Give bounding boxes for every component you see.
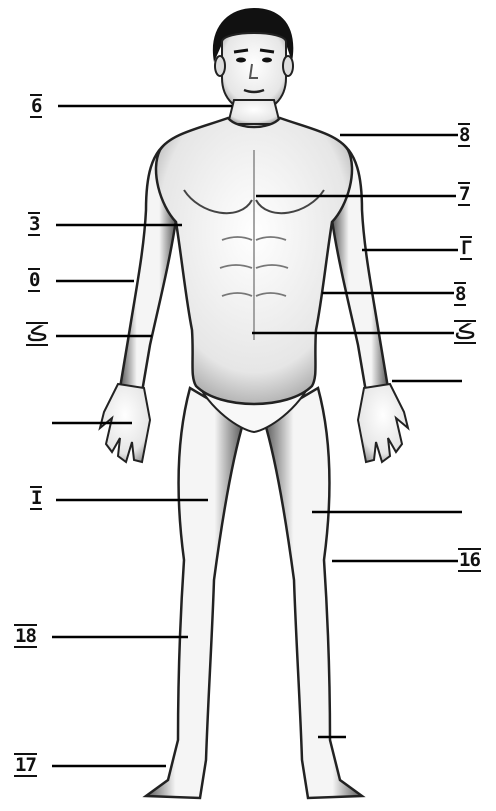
label-head: 6: [30, 94, 42, 118]
label-forearm-left: ڪ: [26, 322, 48, 346]
label-thigh: I: [30, 486, 42, 510]
label-waist: 8: [454, 282, 466, 306]
right-leg: [264, 388, 362, 798]
ear-left: [215, 56, 225, 76]
ear-right: [283, 56, 293, 76]
neck: [228, 100, 280, 124]
label-shoulder: 8: [458, 123, 470, 147]
label-foot: 17: [14, 753, 37, 777]
label-elbow: 0: [28, 268, 40, 292]
label-forearm-right: Γ: [460, 236, 472, 260]
label-abdomen: ڪ: [454, 320, 476, 344]
label-upper-arm: 3: [28, 212, 40, 236]
label-chest: 7: [458, 182, 470, 206]
right-hand: [358, 384, 408, 462]
eye-right: [262, 58, 272, 63]
label-shin: 18: [14, 624, 37, 648]
left-leg: [146, 388, 244, 798]
label-knee: 16: [458, 548, 481, 572]
eye-left: [236, 58, 246, 63]
